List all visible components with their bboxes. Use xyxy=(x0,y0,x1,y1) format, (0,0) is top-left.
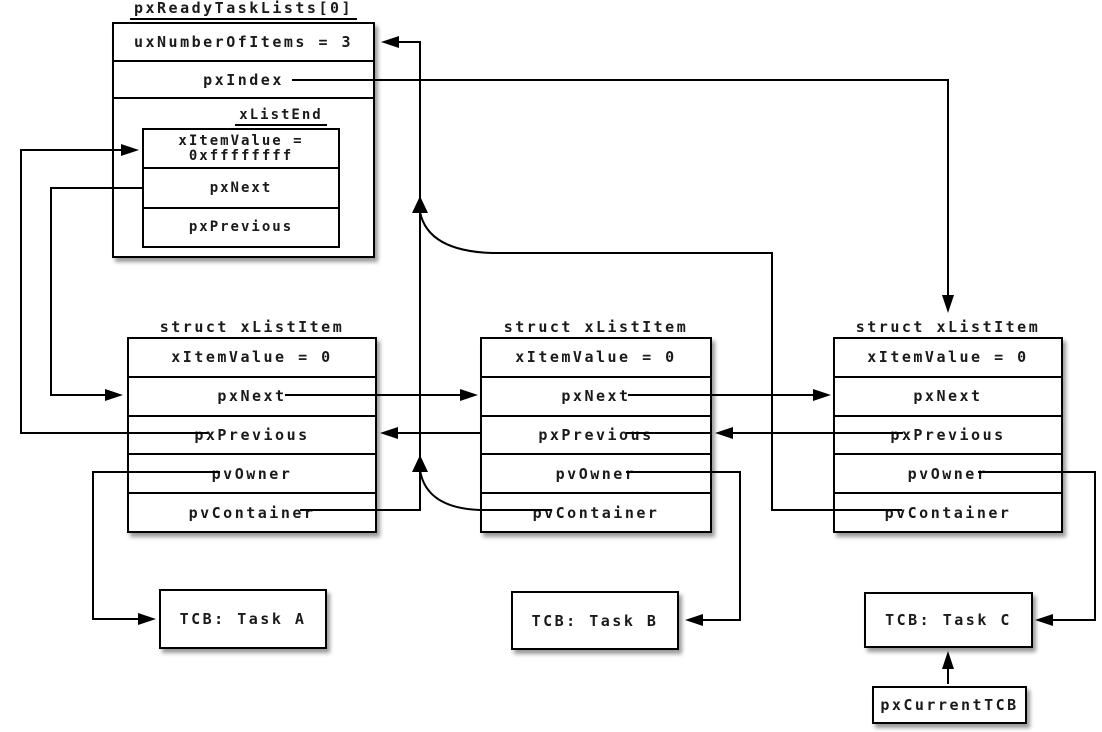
row-listend-value: xItemValue = 0xffffffff xyxy=(144,130,338,170)
list-item-2-title: struct xListItem xyxy=(480,318,712,336)
list-item-2-box: xItemValue = 0 pxNext pxPrevious pvOwner… xyxy=(480,337,712,533)
merge-arrowhead-item2 xyxy=(412,455,428,472)
row-item3-owner: pvOwner xyxy=(835,455,1061,495)
tcb-task-a-box: TCB: Task A xyxy=(159,589,327,649)
row-item3-container: pvContainer xyxy=(835,494,1061,531)
row-item1-value: xItemValue = 0 xyxy=(129,339,375,378)
item2-owner-label: pvOwner xyxy=(555,464,637,483)
tcb-task-a-label: TCB: Task A xyxy=(179,610,307,628)
list-item-3-box: xItemValue = 0 pxNext pxPrevious pvOwner… xyxy=(833,337,1063,533)
item1-previous-label: pxPrevious xyxy=(194,425,310,444)
tcb-task-b-label: TCB: Task B xyxy=(531,611,659,630)
tcb-task-b-box: TCB: Task B xyxy=(511,591,679,650)
ready-list-title-text: pxReadyTaskLists[0] xyxy=(129,0,358,20)
row-item1-next: pxNext xyxy=(129,378,375,417)
arrow-pxindex-to-item3 xyxy=(292,79,954,313)
list-item-2-title-text: struct xListItem xyxy=(503,318,689,336)
item3-previous-label: pxPrevious xyxy=(890,425,1006,444)
merge-arrowhead-item3 xyxy=(412,196,428,213)
px-current-tcb-box: pxCurrentTCB xyxy=(872,686,1027,724)
px-current-tcb-label: pxCurrentTCB xyxy=(880,696,1019,714)
item2-next-label: pxNext xyxy=(561,387,631,406)
row-item2-owner: pvOwner xyxy=(482,455,710,495)
row-item3-next: pxNext xyxy=(835,378,1061,417)
row-item2-container: pvContainer xyxy=(482,494,710,531)
item1-container-label: pvContainer xyxy=(188,503,316,522)
item3-next-label: pxNext xyxy=(913,387,983,406)
list-item-1-title: struct xListItem xyxy=(127,318,377,336)
list-end-box: xItemValue = 0xffffffff pxNext pxPreviou… xyxy=(142,128,340,248)
listend-value-line1: xItemValue = xyxy=(178,132,304,149)
item1-next-label: pxNext xyxy=(217,387,287,406)
row-item1-previous: pxPrevious xyxy=(129,417,375,456)
list-item-1-box: xItemValue = 0 pxNext pxPrevious pvOwner… xyxy=(127,337,377,533)
px-index-label: pxIndex xyxy=(203,70,284,89)
row-listend-previous: pxPrevious xyxy=(144,209,338,246)
item2-previous-label: pxPrevious xyxy=(538,425,654,444)
item3-container-label: pvContainer xyxy=(884,503,1012,522)
row-item1-owner: pvOwner xyxy=(129,455,375,495)
row-item2-previous: pxPrevious xyxy=(482,417,710,456)
list-item-3-title: struct xListItem xyxy=(833,318,1063,336)
row-item1-container: pvContainer xyxy=(129,494,375,531)
tcb-task-c-box: TCB: Task C xyxy=(864,592,1033,648)
row-item2-value: xItemValue = 0 xyxy=(482,339,710,378)
item1-owner-label: pvOwner xyxy=(211,464,293,483)
tcb-task-c-label: TCB: Task C xyxy=(885,611,1012,629)
num-items-label: uxNumberOfItems = 3 xyxy=(133,33,354,51)
item1-value-label: xItemValue = 0 xyxy=(171,348,333,367)
list-item-3-title-text: struct xListItem xyxy=(855,318,1041,336)
row-item2-next: pxNext xyxy=(482,378,710,417)
item2-value-label: xItemValue = 0 xyxy=(515,348,677,367)
ready-list-title: pxReadyTaskLists[0] xyxy=(112,0,375,20)
row-item3-value: xItemValue = 0 xyxy=(835,339,1061,378)
row-num-items: uxNumberOfItems = 3 xyxy=(114,24,373,62)
list-end-title-text: xListEnd xyxy=(235,107,327,126)
item3-value-label: xItemValue = 0 xyxy=(867,348,1029,367)
listend-value-line2: 0xffffffff xyxy=(188,147,294,164)
list-item-1-title-text: struct xListItem xyxy=(159,318,345,336)
row-px-index: pxIndex xyxy=(114,62,373,99)
listend-value-label: xItemValue = 0xffffffff xyxy=(178,132,304,164)
item3-owner-label: pvOwner xyxy=(907,464,989,483)
listend-next-label: pxNext xyxy=(209,179,273,196)
listend-previous-label: pxPrevious xyxy=(188,219,294,236)
row-item3-previous: pxPrevious xyxy=(835,417,1061,456)
item2-container-label: pvContainer xyxy=(532,503,660,522)
row-listend-next: pxNext xyxy=(144,169,338,209)
list-end-title: xListEnd xyxy=(142,104,340,126)
